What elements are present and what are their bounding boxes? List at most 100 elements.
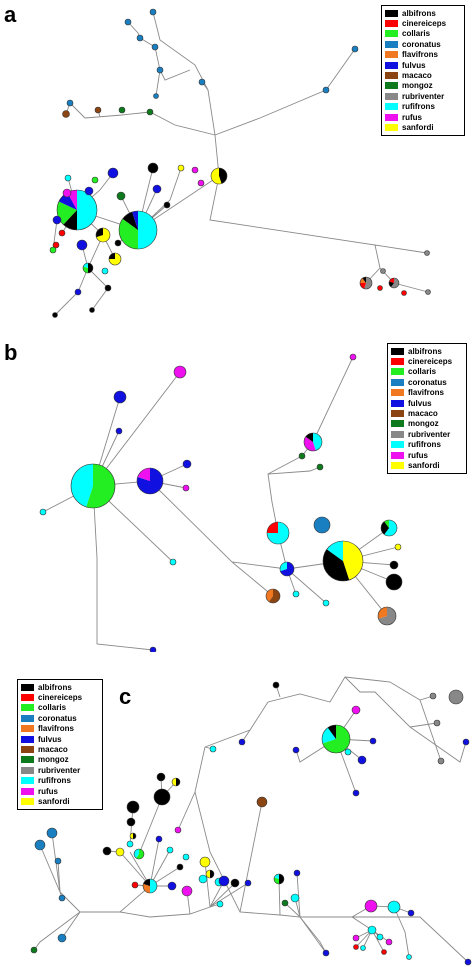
node-outline [171, 777, 181, 787]
network-edge [139, 37, 191, 81]
node-slice [138, 211, 157, 249]
node-slice [39, 508, 47, 516]
legend-item-collaris: collaris [385, 29, 461, 39]
node-slice [385, 938, 393, 946]
node-slice [163, 201, 171, 209]
node-slice [327, 725, 336, 739]
network-edge [61, 885, 151, 939]
node-slice [369, 737, 377, 745]
node-slice [156, 772, 166, 782]
node-outline [205, 869, 215, 879]
node-slice [102, 846, 112, 856]
node-slice [381, 949, 387, 955]
legend-label: rufus [38, 786, 58, 796]
haplotype-node [152, 184, 162, 194]
legend-item-flavifrons: flavifrons [385, 50, 461, 60]
node-slice [367, 925, 377, 935]
haplotype-node [385, 938, 393, 946]
haplotype-node [205, 869, 215, 879]
node-slice [54, 857, 62, 865]
network-edge [419, 699, 442, 762]
haplotype-node [266, 521, 290, 545]
legend-label: fulvus [38, 734, 62, 744]
node-outline [118, 210, 158, 250]
node-slice [83, 263, 88, 268]
haplotype-node [56, 189, 98, 231]
node-slice [313, 433, 322, 451]
node-slice [407, 909, 415, 917]
network-edge [278, 878, 281, 916]
node-slice [58, 192, 77, 210]
legend-item-sanfordi: sanfordi [21, 796, 99, 806]
legend-swatch [391, 389, 404, 397]
node-slice [199, 856, 211, 868]
network-c [30, 676, 472, 966]
legend-swatch [385, 123, 398, 131]
legend-label: rubriventer [402, 91, 445, 101]
node-slice [131, 881, 139, 889]
network-edge [312, 356, 354, 443]
legend-label: sanfordi [408, 460, 440, 470]
haplotype-node [156, 66, 164, 74]
node-slice [425, 289, 431, 295]
haplotype-node [136, 467, 164, 495]
legend-swatch [21, 797, 34, 805]
legend-item-rufifrons: rufifrons [391, 440, 463, 450]
legend-label: macaco [38, 745, 68, 755]
haplotype-node [377, 285, 383, 291]
haplotype-node [94, 106, 102, 114]
haplotype-node [133, 848, 145, 860]
haplotype-node [462, 738, 470, 746]
legend-swatch [391, 347, 404, 355]
node-slice [344, 748, 352, 756]
legend-item-cinereiceps: cinereiceps [385, 18, 461, 28]
node-slice [173, 365, 187, 379]
node-slice [290, 893, 300, 903]
network-a [49, 8, 431, 318]
network-edge [267, 455, 303, 475]
node-outline [129, 832, 137, 840]
haplotype-node [84, 186, 94, 196]
haplotype-node [169, 558, 177, 566]
haplotype-node [424, 250, 430, 256]
node-slice [198, 78, 206, 86]
node-slice [58, 229, 66, 237]
legend-swatch [21, 714, 34, 722]
node-slice [137, 468, 150, 481]
node-outline [322, 540, 364, 582]
node-slice [377, 285, 383, 291]
node-slice [274, 877, 279, 884]
haplotype-node [91, 176, 99, 184]
legend-label: mongoz [402, 81, 433, 91]
node-slice [198, 874, 208, 884]
legend-swatch [385, 30, 398, 38]
haplotype-node [182, 484, 190, 492]
legend-item-cinereiceps: cinereiceps [21, 692, 99, 702]
node-slice [238, 738, 246, 746]
node-slice [351, 45, 359, 53]
legend-swatch [385, 82, 398, 90]
legend-item-fulvus: fulvus [391, 398, 463, 408]
haplotype-node [367, 925, 377, 935]
haplotype-node [166, 846, 174, 854]
node-outline [82, 262, 94, 274]
haplotype-node [156, 772, 166, 782]
node-slice [349, 353, 357, 361]
node-slice [46, 827, 58, 839]
nodes [49, 8, 431, 318]
node-slice [115, 847, 125, 857]
legend-swatch [391, 399, 404, 407]
legend-swatch [385, 61, 398, 69]
node-slice [118, 218, 138, 249]
legend-swatch [385, 9, 398, 17]
legend-label: rubriventer [38, 765, 81, 775]
node-slice [360, 283, 366, 289]
node-slice [267, 522, 278, 533]
node-slice [376, 933, 384, 941]
network-edge [231, 561, 274, 597]
legend-swatch [21, 756, 34, 764]
node-slice [57, 933, 67, 943]
